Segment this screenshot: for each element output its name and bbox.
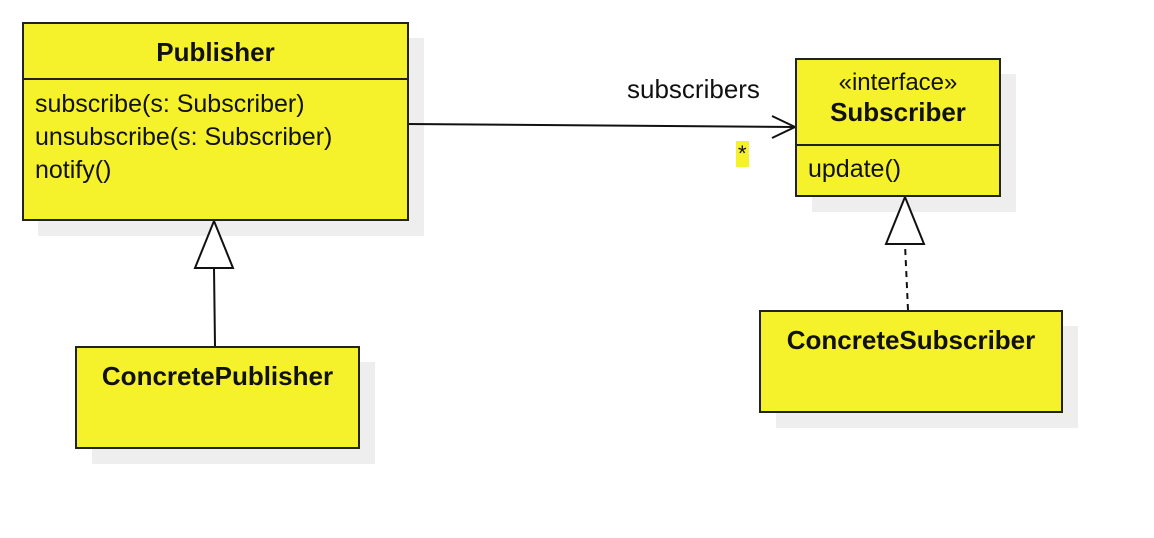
subscriber-interface[interactable]: «interface» Subscriber update() xyxy=(795,58,1001,197)
publisher-operation-notify: notify() xyxy=(35,156,112,184)
association-multiplicity: * xyxy=(736,141,749,167)
publisher-operations: subscribe(s: Subscriber) unsubscribe(s: … xyxy=(35,88,332,187)
generalization-line xyxy=(213,267,216,347)
publisher-divider xyxy=(24,78,407,80)
realization-line xyxy=(904,243,909,311)
subscriber-stereotype: «interface» xyxy=(838,69,958,96)
realization-arrowhead xyxy=(884,194,926,245)
subscriber-divider xyxy=(797,144,999,146)
association-role-label: subscribers xyxy=(627,74,760,104)
publisher-class-name: Publisher xyxy=(156,37,275,67)
publisher-operation-subscribe: subscribe(s: Subscriber) xyxy=(35,90,305,118)
publisher-class[interactable]: Publisher subscribe(s: Subscriber) unsub… xyxy=(22,22,409,221)
association-line xyxy=(407,123,796,128)
concrete-subscriber-class-name: ConcreteSubscriber xyxy=(786,325,1036,355)
concrete-subscriber-class[interactable]: ConcreteSubscriber xyxy=(759,310,1063,413)
subscriber-operation-update: update() xyxy=(808,155,902,183)
generalization-arrowhead xyxy=(193,218,235,269)
publisher-operation-unsubscribe: unsubscribe(s: Subscriber) xyxy=(35,123,333,151)
concrete-publisher-class-name: ConcretePublisher xyxy=(101,361,334,391)
concrete-publisher-class[interactable]: ConcretePublisher xyxy=(75,346,360,449)
subscriber-interface-name: Subscriber xyxy=(830,97,966,127)
